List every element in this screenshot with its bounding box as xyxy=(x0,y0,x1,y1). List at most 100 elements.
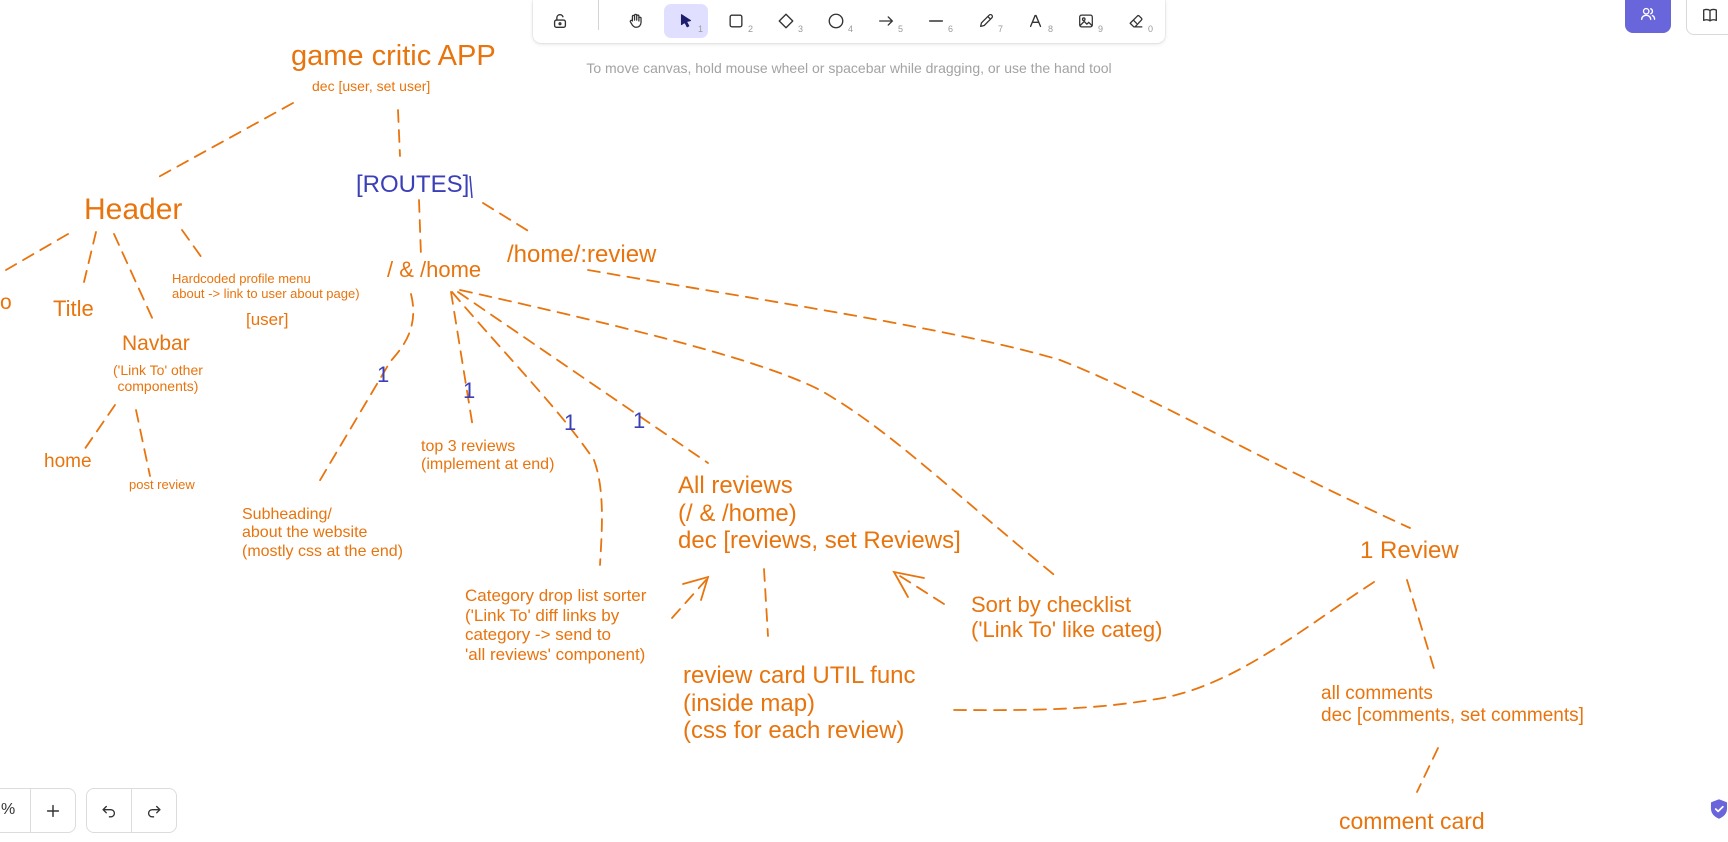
toolbar-divider xyxy=(598,0,599,30)
profile-menu-text[interactable]: Hardcoded profile menu about -> link to … xyxy=(172,271,360,301)
history-controls xyxy=(86,788,177,833)
plus-icon xyxy=(46,804,60,817)
main-toolbar: 1 2 3 4 5 6 7 8 9 0 xyxy=(533,0,1165,43)
tool-number: 0 xyxy=(1147,24,1153,34)
arrowhead-sort xyxy=(892,570,925,598)
top3-text[interactable]: top 3 reviews (implement at end) xyxy=(421,438,555,474)
library-button[interactable] xyxy=(1686,0,1728,35)
tool-number: 1 xyxy=(697,24,703,34)
subheading-text[interactable]: Subheading/ about the website (mostly cs… xyxy=(242,506,403,560)
category-text[interactable]: Category drop list sorter ('Link To' dif… xyxy=(465,586,647,664)
connector-title-routes xyxy=(397,109,401,157)
comment-card-text[interactable]: comment card xyxy=(1339,808,1485,834)
review-card-text[interactable]: review card UTIL func (inside map) (css … xyxy=(683,662,916,745)
connector-navbar-home xyxy=(83,404,116,451)
home-link-text[interactable]: home xyxy=(44,451,92,472)
connector-routes-home xyxy=(418,199,422,257)
sort-checklist-text[interactable]: Sort by checklist ('Link To' like categ) xyxy=(971,592,1163,643)
image-icon xyxy=(1079,14,1093,28)
title-text[interactable]: game critic APP xyxy=(291,40,496,72)
arrowhead-category xyxy=(682,575,710,601)
zoom-divider xyxy=(30,789,31,832)
connector-header-logo xyxy=(5,233,69,271)
collaborate-button[interactable] xyxy=(1625,0,1671,33)
undo-icon xyxy=(102,805,116,818)
eraser-tool-button[interactable]: 0 xyxy=(1114,4,1158,38)
zoom-in-button[interactable] xyxy=(31,789,75,832)
routes-text[interactable]: [ROUTES] xyxy=(356,171,470,198)
title-sub-text[interactable]: dec [user, set user] xyxy=(312,78,431,94)
diamond-icon xyxy=(778,13,794,29)
tool-number: 6 xyxy=(947,24,953,34)
arrow-icon xyxy=(879,16,894,26)
all-comments-text[interactable]: all comments dec [comments, set comments… xyxy=(1321,683,1584,726)
pencil-tool-button[interactable]: 7 xyxy=(964,4,1008,38)
tool-number: 9 xyxy=(1097,24,1103,34)
book-icon xyxy=(1703,8,1717,22)
zoom-level[interactable]: % xyxy=(1,801,16,818)
home-route-text[interactable]: / & /home xyxy=(387,257,482,282)
ellipse-icon xyxy=(828,13,844,29)
connector-category-allreviews xyxy=(671,579,707,619)
connector-onereview-comments xyxy=(1406,579,1436,673)
connector-header-profile xyxy=(181,229,203,259)
ellipse-tool-button[interactable]: 4 xyxy=(814,4,858,38)
connector-home-subheading xyxy=(315,293,415,488)
rectangle-icon xyxy=(729,14,743,28)
users-icon xyxy=(1641,7,1656,20)
tool-number: 2 xyxy=(747,24,753,34)
connector-header-navbar xyxy=(113,233,155,323)
post-review-text[interactable]: post review xyxy=(129,477,195,492)
connector-sort-allreviews xyxy=(899,575,945,605)
handwritten-mark-4[interactable]: 1 xyxy=(633,408,646,433)
line-tool-button[interactable]: 6 xyxy=(914,4,958,38)
text-tool-button[interactable]: 8 xyxy=(1014,4,1058,38)
review-route-text[interactable]: /home/:review xyxy=(507,241,657,268)
lock-button[interactable] xyxy=(538,4,582,38)
tool-number: 5 xyxy=(897,24,903,34)
arrow-tool-button[interactable]: 5 xyxy=(864,4,908,38)
connector-home-sort xyxy=(459,289,1059,579)
handwritten-mark-2[interactable]: 1 xyxy=(463,378,476,403)
connector-home-top3 xyxy=(450,291,474,429)
canvas-hint: To move canvas, hold mouse wheel or spac… xyxy=(586,60,1112,76)
tool-number: 3 xyxy=(797,24,803,34)
text-icon xyxy=(1029,14,1042,28)
partial-logo-text[interactable]: o xyxy=(0,291,12,314)
redo-button[interactable] xyxy=(132,789,176,832)
shield-check-icon[interactable] xyxy=(1708,798,1728,820)
connector-home-category xyxy=(451,291,603,566)
handwritten-mark-3[interactable]: 1 xyxy=(564,410,577,435)
title-node-text[interactable]: Title xyxy=(53,296,94,321)
zoom-controls: % xyxy=(0,788,76,833)
select-tool-button[interactable]: 1 xyxy=(664,4,708,38)
undo-button[interactable] xyxy=(87,789,131,832)
hand-tool-button[interactable] xyxy=(614,4,658,38)
select-icon xyxy=(680,14,692,28)
handwritten-mark-1[interactable]: 1 xyxy=(377,362,390,387)
image-tool-button[interactable]: 9 xyxy=(1064,4,1108,38)
header-text[interactable]: Header xyxy=(84,193,183,226)
pencil-icon xyxy=(979,14,993,28)
one-review-text[interactable]: 1 Review xyxy=(1360,537,1459,564)
connector-home-allreviews xyxy=(457,291,709,464)
connector-comments-commentcard xyxy=(1416,747,1439,793)
tool-number: 8 xyxy=(1047,24,1053,34)
tool-number: 4 xyxy=(847,24,853,34)
tool-number: 7 xyxy=(997,24,1003,34)
navbar-sub-text[interactable]: ('Link To' other components) xyxy=(113,362,203,395)
all-reviews-text[interactable]: All reviews (/ & /home) dec [reviews, se… xyxy=(678,472,961,555)
eraser-icon xyxy=(1129,15,1143,28)
rectangle-tool-button[interactable]: 2 xyxy=(714,4,758,38)
connector-allreviews-card xyxy=(763,568,769,637)
diamond-tool-button[interactable]: 3 xyxy=(764,4,808,38)
hand-icon xyxy=(629,13,642,28)
connector-title-header xyxy=(152,102,294,181)
connector-header-title xyxy=(83,231,97,283)
connector-navbar-post xyxy=(135,409,151,477)
user-text[interactable]: [user] xyxy=(246,310,289,329)
connector-routes-review xyxy=(482,202,531,233)
navbar-text[interactable]: Navbar xyxy=(122,332,190,355)
lock-icon xyxy=(553,14,567,28)
